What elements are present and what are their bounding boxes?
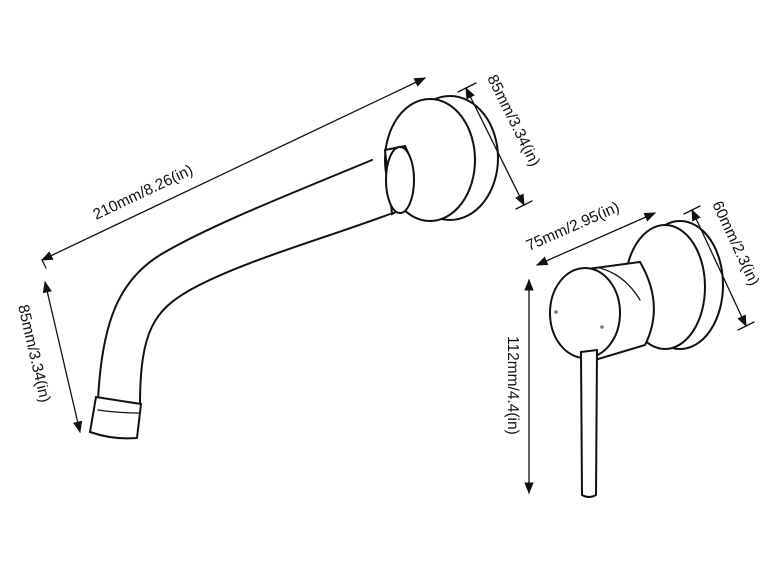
spout-plate-arrow bbox=[465, 86, 525, 207]
spout-height-arrow bbox=[42, 280, 83, 434]
spout-length-label: 210mm/8.26(in) bbox=[90, 162, 195, 224]
mixer-mark-dot-2 bbox=[600, 325, 604, 329]
spout-drawing bbox=[88, 95, 499, 440]
mixer-depth-arrow bbox=[535, 212, 657, 266]
mixer-handle-face bbox=[549, 267, 621, 359]
spout-length-tick bbox=[41, 259, 47, 269]
spout-outlet-edge bbox=[97, 409, 141, 414]
spout-plate-tick-bottom bbox=[515, 200, 533, 210]
mixer-height-label: 112mm/4.4(in) bbox=[504, 336, 521, 435]
spout-height-label: 85mm/3.34(in) bbox=[14, 303, 53, 404]
mixer-plate-tick-bottom bbox=[737, 321, 755, 331]
mixer-drawing bbox=[549, 220, 724, 498]
mixer-plate-tick-top bbox=[683, 205, 701, 215]
mixer-handle-line bbox=[599, 267, 641, 301]
mixer-lever bbox=[579, 348, 599, 498]
mixer-plate-arrow bbox=[691, 208, 747, 328]
spout-plate-tick-top bbox=[457, 82, 477, 93]
spout-length-arrow bbox=[40, 77, 427, 261]
mixer-depth-label: 75mm/2.95(in) bbox=[524, 199, 622, 255]
spout-collar-face bbox=[385, 146, 415, 214]
mixer-mark-dot bbox=[554, 310, 558, 314]
spout-outlet bbox=[88, 395, 143, 440]
